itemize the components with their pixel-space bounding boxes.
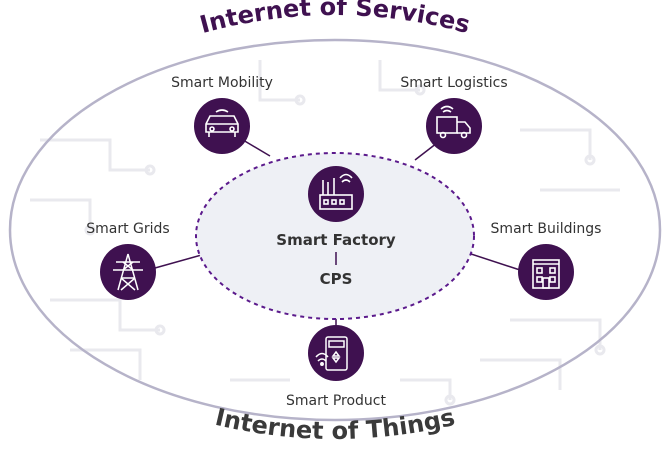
connectors [154, 139, 521, 326]
internet-of-things-text: Internet of Things [213, 403, 458, 445]
truck-icon [426, 98, 482, 154]
power-tower-icon [100, 244, 156, 300]
connector-grids [154, 253, 206, 269]
node-mobility-label: Smart Mobility [171, 75, 273, 91]
center-subtitle: CPS [320, 270, 353, 288]
connector-buildings [464, 251, 521, 271]
factory-icon [308, 166, 364, 222]
smart-factory-ellipse [195, 152, 475, 320]
car-icon [194, 98, 250, 154]
outer-ellipse [8, 38, 662, 422]
node-grids-label: Smart Grids [86, 221, 169, 237]
node-logistics-label: Smart Logistics [400, 75, 507, 91]
building-icon [518, 244, 574, 300]
node-product-label: Smart Product [286, 393, 386, 409]
circuit-background [30, 60, 620, 406]
node-buildings-label: Smart Buildings [491, 221, 602, 237]
device-icon [308, 325, 364, 381]
internet-of-services-text: Internet of Services [197, 0, 473, 39]
connector-mobility [242, 139, 271, 157]
internet-of-things-title: Internet of Things [213, 403, 458, 445]
center-title: Smart Factory [276, 231, 396, 249]
connector-logistics [414, 142, 438, 161]
internet-of-services-title: Internet of Services [197, 0, 473, 39]
